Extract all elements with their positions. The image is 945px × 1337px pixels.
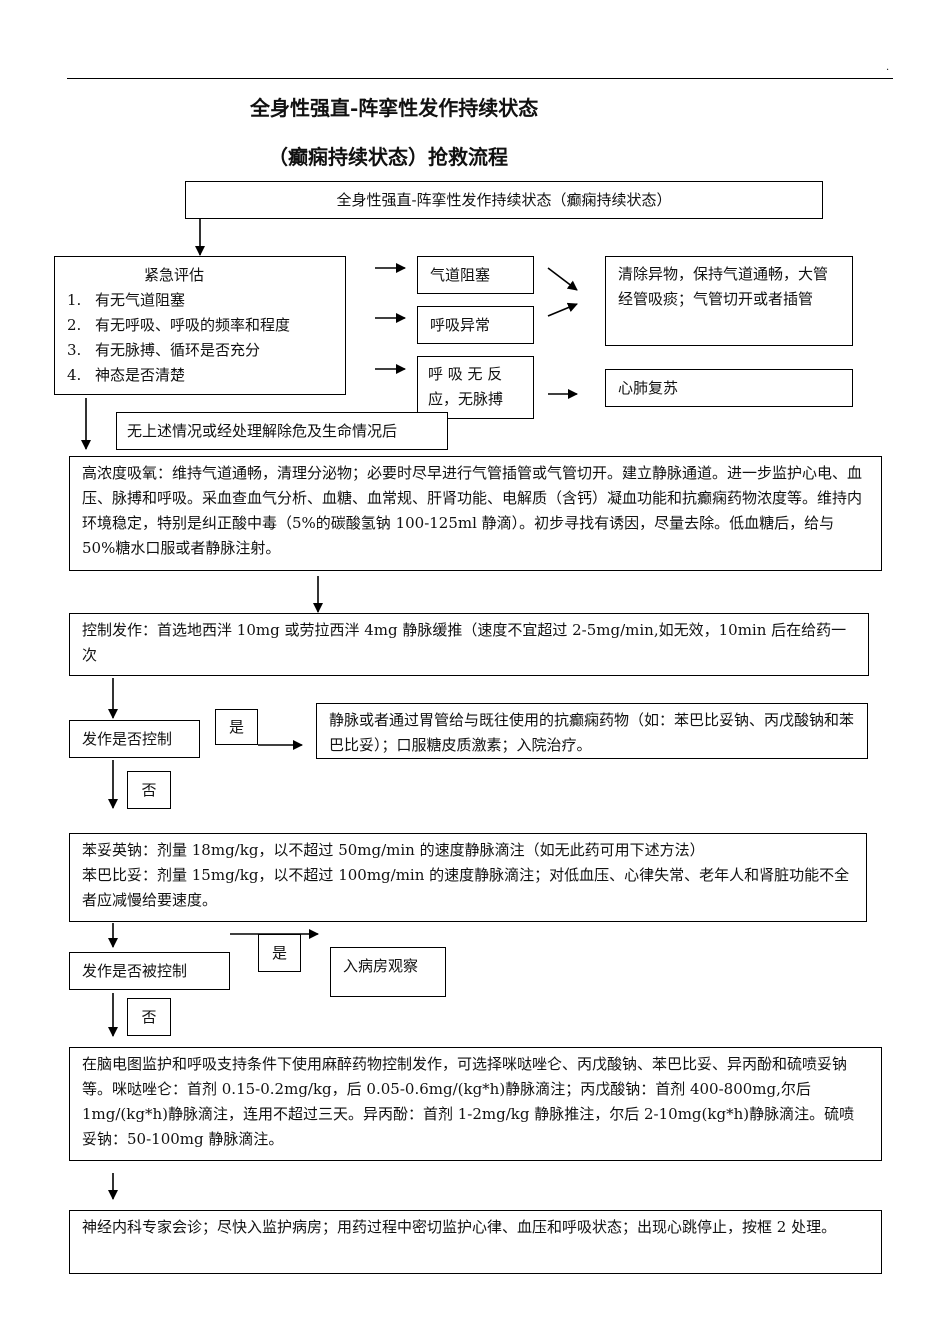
node-status-epilepticus: 全身性强直-阵挛性发作持续状态（癫痫持续状态）	[185, 181, 823, 219]
node-airway-obstruction: 气道阻塞	[417, 256, 534, 294]
node-anesthesia-control: 在脑电图监护和呼吸支持条件下使用麻醉药物控制发作，可选择咪哒唑仑、丙戊酸钠、苯巴…	[69, 1047, 882, 1161]
assessment-item-text: 有无脉搏、循环是否充分	[95, 341, 261, 359]
assessment-item-number: 3.	[67, 341, 82, 359]
assessment-item-text: 有无气道阻塞	[95, 291, 186, 309]
node-high-oxygen: 高浓度吸氧：维持气道通畅，清理分泌物；必要时尽早进行气管插管或气管切开。建立静脉…	[69, 456, 882, 571]
node-neurology-consult: 神经内科专家会诊；尽快入监护病房；用药过程中密切监护心律、血压和呼吸状态；出现心…	[69, 1210, 882, 1274]
assessment-item: 3. 有无脉搏、循环是否充分	[67, 338, 333, 363]
label-no-2: 否	[127, 998, 171, 1036]
node-emergency-assessment: 紧急评估 1. 有无气道阻塞 2. 有无呼吸、呼吸的频率和程度 3. 有无脉搏、循环是否充…	[54, 256, 346, 395]
assessment-item-text: 有无呼吸、呼吸的频率和程度	[95, 316, 291, 334]
node-breathing-abnormal: 呼吸异常	[417, 306, 534, 344]
assessment-item-number: 1.	[67, 291, 82, 309]
assessment-item: 4. 神态是否清楚	[67, 363, 333, 388]
decision-seizure-controlled-2: 发作是否被控制	[69, 952, 230, 990]
node-phenytoin-phenobarbital: 苯妥英钠：剂量 18mg/kg，以不超过 50mg/min 的速度静脉滴注（如无…	[69, 833, 867, 922]
node-ward-observation: 入病房观察	[330, 947, 446, 997]
arrow-airway-to-clear	[547, 267, 578, 291]
assessment-list: 1. 有无气道阻塞 2. 有无呼吸、呼吸的频率和程度 3. 有无脉搏、循环是否充分 4. 神态…	[67, 288, 333, 388]
arrow-breathing-to-clear	[547, 302, 578, 317]
label-yes-1: 是	[215, 709, 258, 745]
label-yes-2: 是	[258, 934, 301, 972]
assessment-item-text: 神态是否清楚	[95, 366, 186, 384]
header-rule	[67, 78, 893, 79]
assessment-item-number: 4.	[67, 366, 82, 384]
node-no-response: 呼 吸 无 反 应，无脉搏	[417, 356, 534, 419]
assessment-title: 紧急评估	[144, 266, 205, 284]
corner-mark: .	[886, 62, 890, 73]
label-no-1: 否	[127, 771, 171, 809]
node-clear-airway: 清除异物，保持气道通畅，大管经管吸痰；气管切开或者插管	[605, 256, 853, 346]
assessment-item: 1. 有无气道阻塞	[67, 288, 333, 313]
node-maintenance-therapy: 静脉或者通过胃管给与既往使用的抗癫痫药物（如：苯巴比妥钠、丙戊酸钠和苯巴比妥）；…	[316, 703, 868, 759]
label-no-above-conditions: 无上述情况或经处理解除危及生命情况后	[116, 412, 448, 450]
node-cpr: 心肺复苏	[605, 369, 853, 407]
decision-seizure-controlled: 发作是否控制	[69, 720, 200, 758]
page-title-line1: 全身性强直-阵挛性发作持续状态	[250, 96, 539, 120]
assessment-item-number: 2.	[67, 316, 82, 334]
node-control-seizure: 控制发作：首选地西泮 10mg 或劳拉西泮 4mg 静脉缓推（速度不宜超过 2-…	[69, 613, 869, 676]
assessment-item: 2. 有无呼吸、呼吸的频率和程度	[67, 313, 333, 338]
page-title-line2: （癫痫持续状态）抢救流程	[268, 145, 508, 169]
